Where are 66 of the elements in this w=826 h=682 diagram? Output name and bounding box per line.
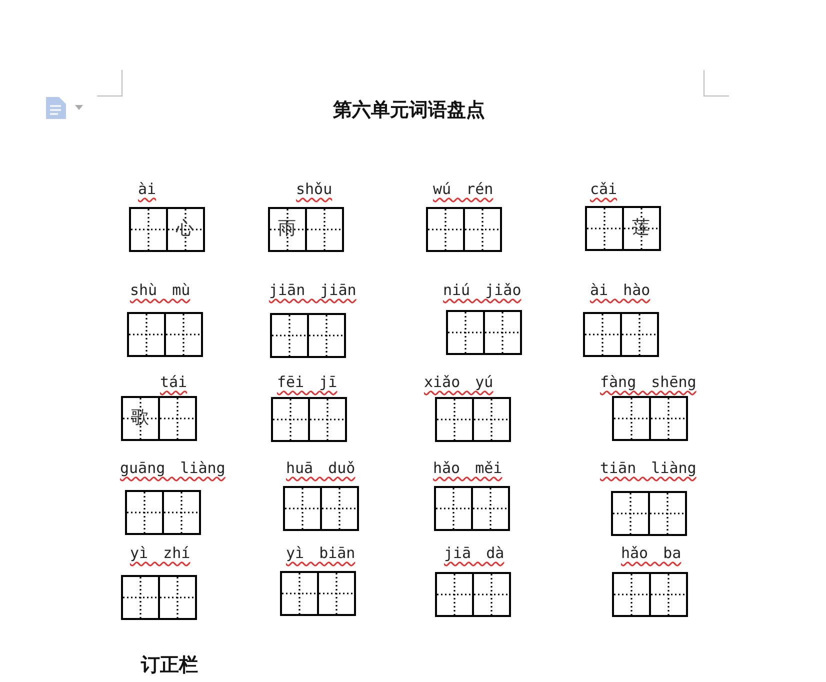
pinyin-text: guāng liàng (120, 458, 226, 478)
writing-grid-cell (434, 486, 473, 531)
writing-grid-cell (125, 490, 164, 535)
pinyin-text: ài hào (590, 280, 650, 300)
writing-grid-cell (649, 396, 688, 441)
writing-grid-cell (612, 396, 651, 441)
writing-grid-cell (463, 207, 502, 252)
writing-grid-cell (611, 491, 650, 536)
writing-grid-cell (620, 312, 659, 357)
pinyin-text: tiān liàng (600, 458, 696, 478)
writing-grid-cell (271, 397, 310, 442)
pinyin-text: xiǎo yú (424, 372, 494, 392)
writing-grid-cell (583, 312, 622, 357)
writing-grid-cell (268, 207, 307, 252)
writing-grid-cell (612, 572, 651, 617)
writing-grid-cell (585, 206, 624, 251)
writing-grid-cell (162, 490, 201, 535)
writing-grid-cell (622, 206, 661, 251)
pinyin-text: shǒu (296, 179, 332, 199)
pinyin-text: jiā dà (444, 543, 504, 563)
writing-grid-cell (121, 396, 160, 441)
pinyin-text: huā duǒ (286, 458, 356, 478)
writing-grid-cell (426, 207, 465, 252)
pinyin-text: hǎo ba (621, 543, 682, 563)
writing-grid-cell (446, 310, 485, 355)
writing-grid-cell (320, 486, 359, 531)
pinyin-text: yì zhí (130, 543, 190, 563)
pinyin-text: shù mù (130, 280, 190, 300)
writing-grid-cell (472, 572, 511, 617)
pinyin-text: cǎi (590, 179, 618, 199)
writing-grid-cell (435, 572, 474, 617)
pinyin-text: hǎo měi (433, 458, 502, 478)
page-title: 第六单元词语盘点 (333, 98, 485, 123)
hanzi-character: 雨 (278, 218, 296, 240)
pinyin-text: niú jiǎo (443, 280, 522, 300)
writing-grid-cell (164, 312, 203, 357)
writing-grid-cell (471, 486, 510, 531)
writing-grid-cell (317, 571, 356, 616)
writing-grid-cell (158, 575, 197, 620)
writing-grid-cell (305, 207, 344, 252)
writing-grid-cell (307, 313, 346, 358)
writing-grid-cell (270, 313, 309, 358)
writing-grid-cell (483, 310, 522, 355)
writing-grid-cell (280, 571, 319, 616)
pinyin-text: jiān jiān (269, 280, 356, 300)
pinyin-text: yì biān (286, 543, 356, 563)
pinyin-text: fēi jī (277, 372, 338, 392)
writing-grid-cell (121, 575, 160, 620)
writing-grid-cell (127, 312, 166, 357)
writing-grid-cell (166, 207, 205, 252)
writing-grid-cell (283, 486, 322, 531)
writing-grid-cell (472, 397, 511, 442)
pinyin-text: ài (138, 179, 156, 199)
hanzi-character: 歌 (131, 407, 149, 429)
section-heading: 订正栏 (141, 653, 198, 677)
pinyin-text: wú rén (433, 179, 494, 199)
hanzi-character: 心 (176, 218, 194, 240)
writing-grid-cell (308, 397, 347, 442)
writing-grid-cell (648, 491, 687, 536)
pinyin-text: fàng shēng (600, 372, 696, 392)
pinyin-text: tái (160, 372, 188, 392)
writing-grid-cell (435, 397, 474, 442)
writing-grid-cell (129, 207, 168, 252)
hanzi-character: 莲 (632, 217, 650, 239)
writing-grid-cell (158, 396, 197, 441)
writing-grid-cell (649, 572, 688, 617)
